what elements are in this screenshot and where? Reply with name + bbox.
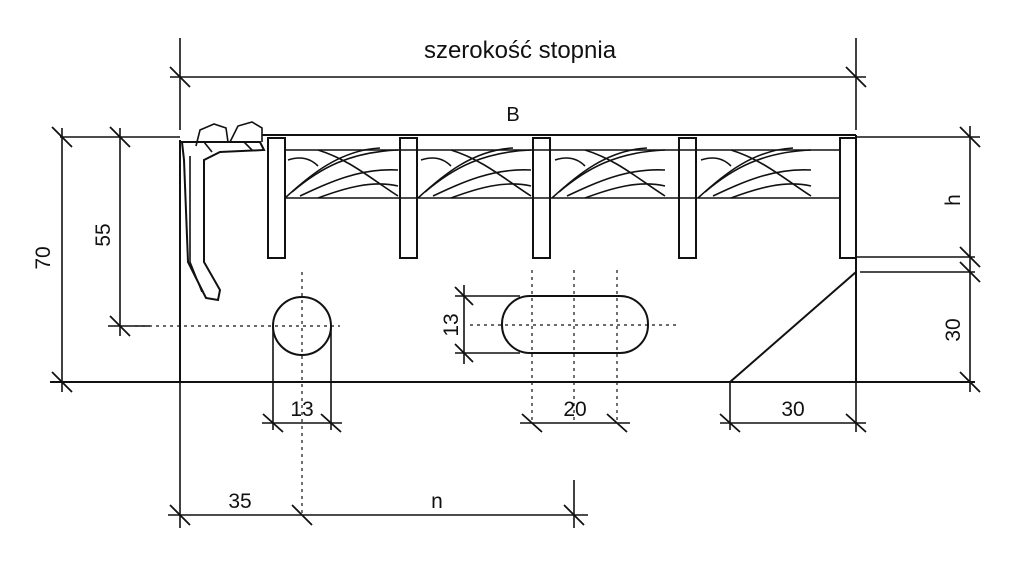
height-70-dimension: 70 <box>32 126 73 393</box>
h-dimension: h 30 <box>942 126 981 393</box>
slot-width-label: 13 <box>440 313 463 336</box>
height-55-dimension: 55 <box>92 126 150 337</box>
height-55-label: 55 <box>92 223 115 246</box>
width-dimension: szerokość stopnia <box>169 37 867 130</box>
pitch-n-label: n <box>431 490 443 513</box>
nosing-profile <box>180 121 266 302</box>
height-70-label: 70 <box>32 246 55 269</box>
chamfer-dimension: 30 <box>719 382 867 433</box>
twisted-cross-bars <box>284 147 840 199</box>
hole-diameter-label: 13 <box>290 398 313 421</box>
slotted-hole: 13 20 <box>440 270 680 433</box>
slot-length-label: 20 <box>563 398 586 421</box>
step-side-plate <box>50 135 975 430</box>
b-label: B <box>506 104 519 126</box>
bearing-bars <box>267 137 857 259</box>
round-hole: 13 <box>135 272 342 515</box>
width-label: szerokość stopnia <box>424 37 617 64</box>
height-30-label: 30 <box>942 318 965 341</box>
offset-35-label: 35 <box>228 490 251 513</box>
chamfer-width-label: 30 <box>781 398 804 421</box>
bottom-dimensions: 35 n <box>168 382 588 528</box>
h-label: h <box>942 194 965 206</box>
